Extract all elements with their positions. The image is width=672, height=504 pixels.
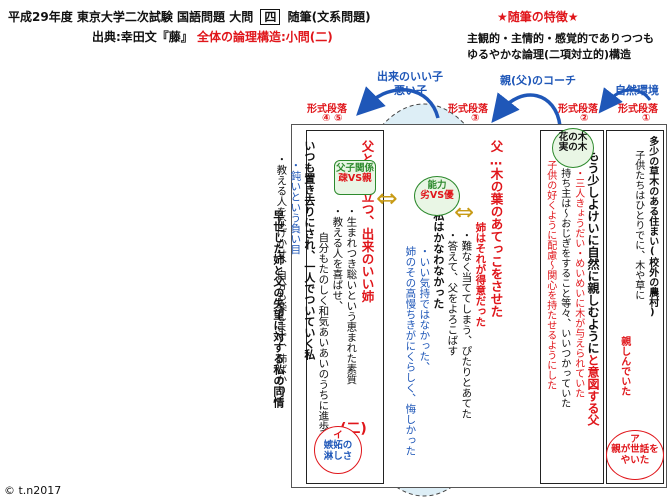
p1-sub2: 親しんでいた <box>618 336 630 396</box>
p45-sub3: 自分もたのしく和気あいあいのうちに進歩する <box>317 232 330 453</box>
paragraph-2-label: 形式段落 <box>558 104 598 115</box>
label-good-child: 出来のいい子 <box>377 70 443 83</box>
label-parent-coach: 親(父)のコーチ <box>500 74 577 87</box>
p45-sub2: ・教える人を喜ばせ、 <box>331 206 344 311</box>
arrow-p2-to-p3 <box>491 92 562 127</box>
p1-sub1: 子供たちはひとりでに、木や草に <box>632 150 644 300</box>
header-line-1: 平成29年度 東京大学二次試験 国語問題 大問 四 随筆(文系問題) <box>8 8 371 25</box>
p45-bottom2: ・鈍いという負い目 <box>289 160 302 255</box>
header-source: 出典:幸田文『藤』 <box>92 30 193 44</box>
header-line-2: 出典:幸田文『藤』 全体の論理構造:小問(二) <box>92 28 333 45</box>
arrow-p1-to-p2 <box>598 87 652 114</box>
feature-line-1: 主観的・主情的・感覚的でありつつも <box>467 32 654 45</box>
header-genre: 随筆(文系問題) <box>287 10 371 24</box>
p2-sub1: ・三人きょうだい・めいめいに木が与えられていた <box>572 168 584 398</box>
paragraph-1-label: 形式段落 <box>618 104 658 115</box>
p3-sub3: ・答えて、父をよろこばす <box>446 230 459 356</box>
feature-line-2: ゆるやかな論理(二項対立的)構造 <box>467 48 632 61</box>
p3-sub1: 姉はそれが得意だった <box>474 222 487 327</box>
paragraph-4-5-number: ④ ⑤ <box>322 113 343 124</box>
cloud-jealousy: イ 嫉妬の 淋しさ <box>314 426 362 474</box>
paragraph-3-label: 形式段落 <box>448 104 488 115</box>
double-arrow-icon: ⇔ <box>376 184 398 214</box>
paragraph-4-5-label: 形式段落 <box>307 104 347 115</box>
arrow-p3-to-p45 <box>356 86 440 119</box>
paragraph-1-number: ① <box>642 113 651 124</box>
feature-title: ★随筆の特徴★ <box>497 10 579 24</box>
paragraph-1-box <box>606 130 664 484</box>
p45-bottom1: いつも置き去りにされ、一人でついていく私 <box>302 140 316 360</box>
double-arrow-icon-2: ⇔ <box>454 198 475 226</box>
paragraph-2-box <box>540 130 604 484</box>
p3-sub6: 姉のその高慢ちきがにくらしく、悔しかった <box>404 246 417 456</box>
header-question-number: 四 <box>260 9 281 25</box>
p2-main: もう少しよけいに自然に親しむようにと意図する父 <box>585 150 600 426</box>
header-title: 平成29年度 東京大学二次試験 国語問題 大問 <box>8 10 254 24</box>
p45-sub1: ・生まれつき聡いという恵まれた素質 <box>345 206 358 385</box>
p2-sub2: 持ち主は〜おじぎをすること等々、いいつかっていた <box>558 168 570 408</box>
header-structure-title: 全体の論理構造:小問(二) <box>197 30 333 44</box>
badge-parent-child: 父子関係 疎VS親 <box>334 160 376 195</box>
label-nature-environment: 自然環境 <box>615 84 659 97</box>
label-bad-child: 悪い子 <box>394 84 427 97</box>
p1-main: 多少の草木のある住まい(校外の農村) <box>646 136 658 318</box>
badge-ability: 能力 劣VS優 <box>414 176 460 216</box>
badge-flower-fruit-tree: 花の木 実の木 <box>552 128 594 168</box>
p3-sub4: 私はかなわなかった <box>431 210 445 309</box>
p3-sub2: ・難なく当ててしまう、ぴたりとあてた <box>460 230 473 419</box>
p3-main: 父…木の葉のあてっこをさせた <box>488 140 504 318</box>
p3-sub5: ・いい気持ではなかった、 <box>418 246 431 372</box>
cloud-parent-care: ア 親が世話を やいた <box>606 430 664 480</box>
p2-sub3: 子供の好くように配慮〜関心を持たせるようにした <box>544 160 556 390</box>
conclusion-text: 早世した姉と父の失望に対する私の同情 <box>271 210 285 408</box>
paragraph-2-number: ② <box>580 113 589 124</box>
p45-bottom3: ・教える人をなげかせ、自分も楽しまず、姉ばかり <box>275 154 288 396</box>
copyright: © t.n2017 <box>4 484 62 497</box>
paragraph-3-number: ③ <box>471 113 480 124</box>
